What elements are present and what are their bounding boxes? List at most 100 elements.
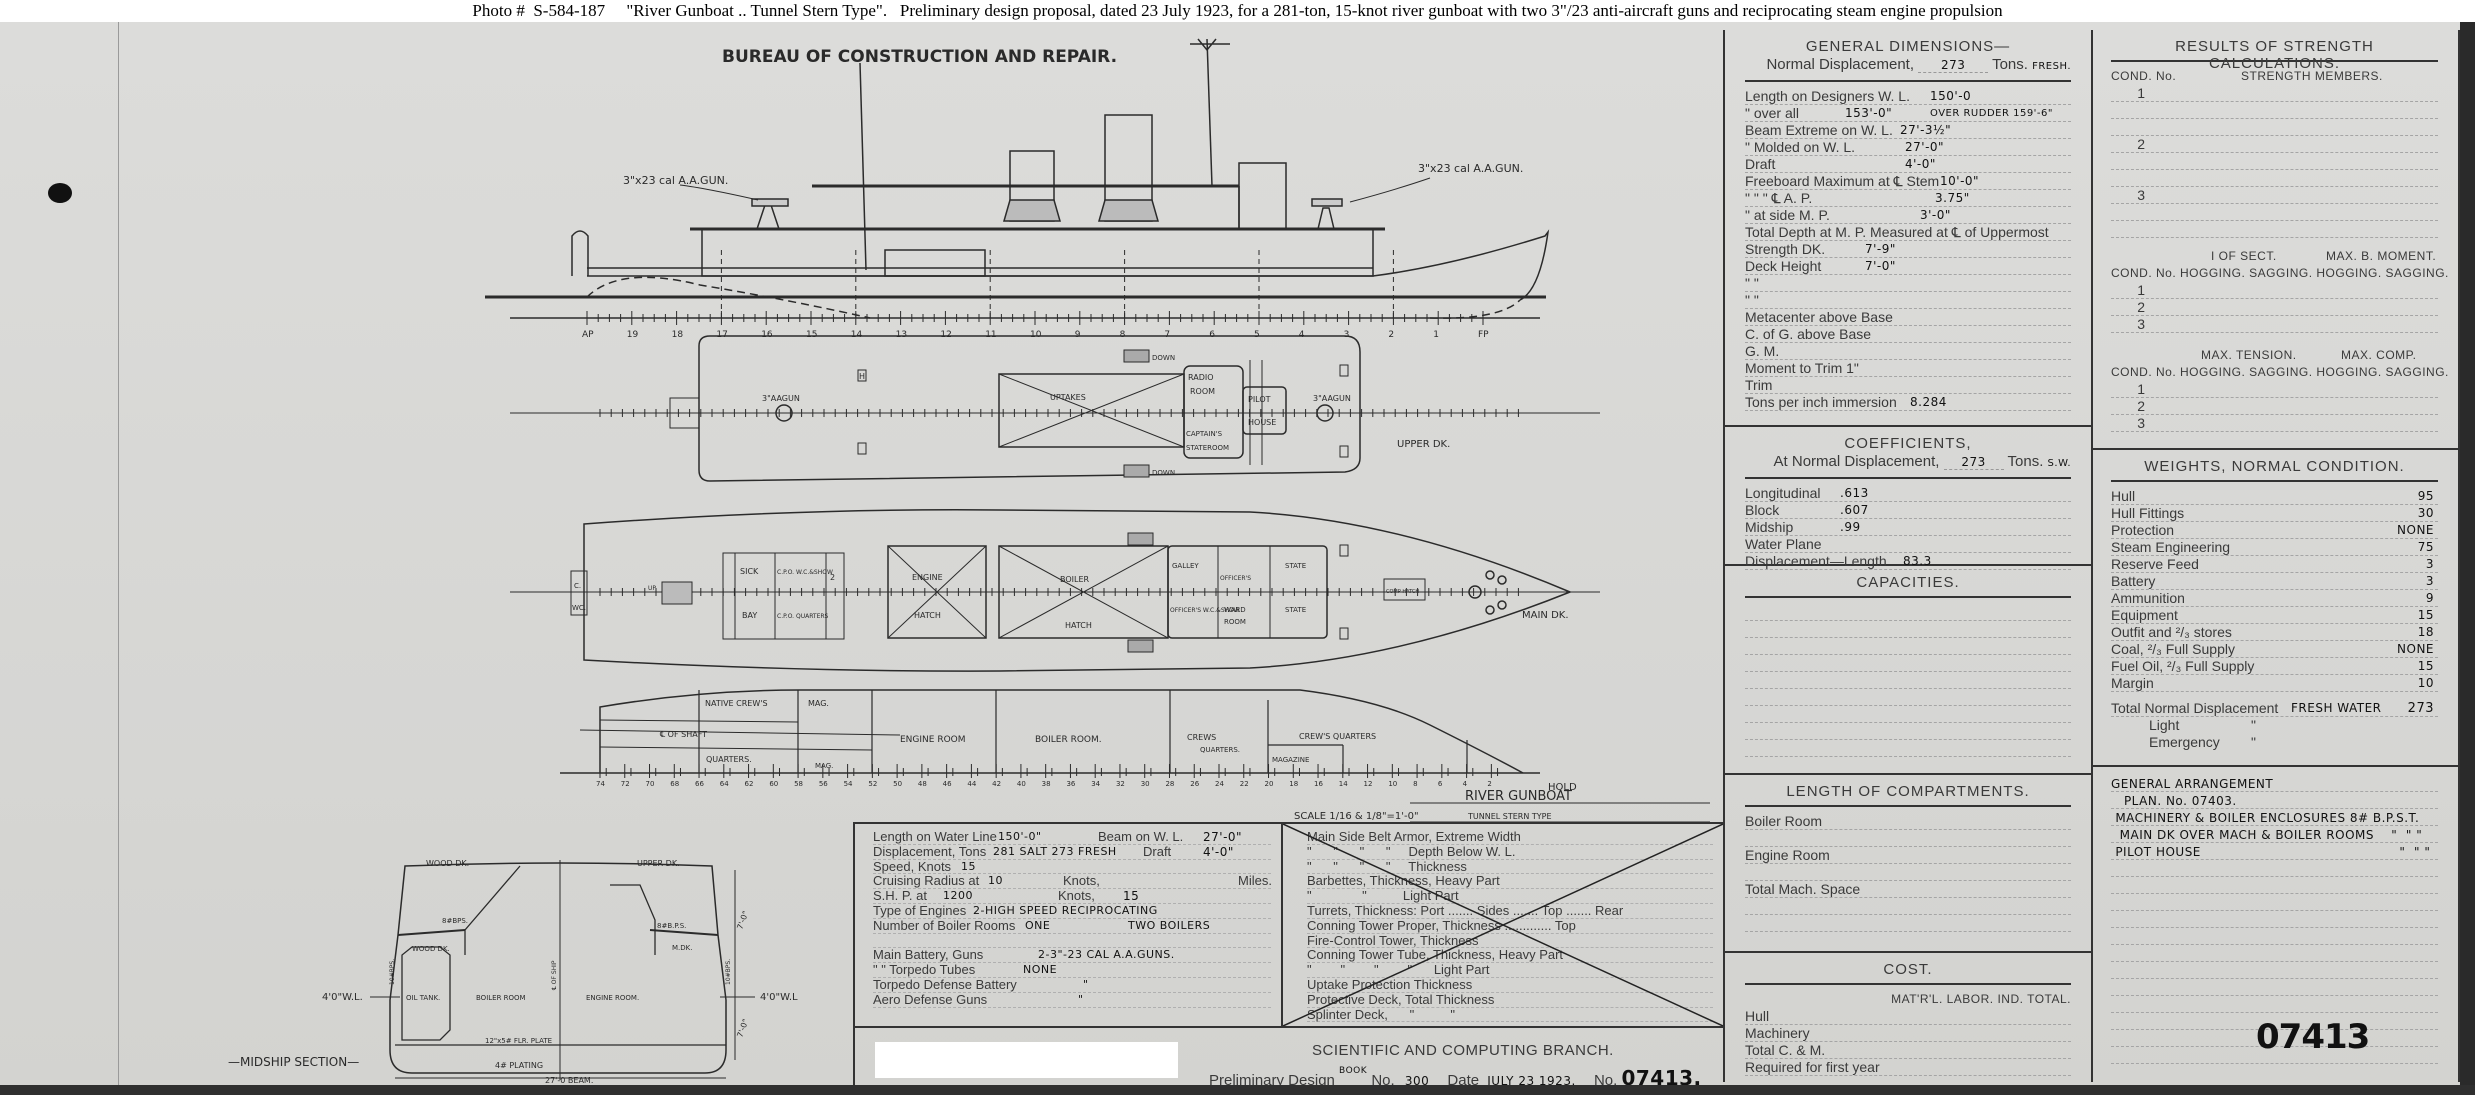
moment-header: I OF SECT.MAX. B. MOMENT. <box>2111 248 2438 265</box>
centerline-label: ℄ OF SHIP <box>551 960 558 990</box>
cost-row: Hull <box>1745 1008 2071 1025</box>
frame-label: 12 <box>1364 780 1373 788</box>
row-label: Main Side Belt Armor, Extreme Width <box>1307 829 1521 844</box>
row-value: 75 <box>2417 540 2434 554</box>
moment-columns: COND. No. HOGGING. SAGGING. HOGGING. SAG… <box>2111 266 2449 280</box>
compartment-row <box>1745 898 2071 915</box>
row-label: Deck Height <box>1745 258 1822 274</box>
main-deckhouse <box>701 228 1374 277</box>
down-label: DOWN <box>1152 469 1175 477</box>
value: S.W. <box>2047 458 2071 469</box>
cond-number: 2 <box>2137 398 2145 414</box>
row-value: 281 SALT 273 FRESH <box>993 844 1117 858</box>
frame-label: 2 <box>1487 780 1491 788</box>
general-dimensions-section: GENERAL DIMENSIONS— Normal Displacement,… <box>1725 30 2091 427</box>
strength-row <box>2111 221 2438 238</box>
label: Total Normal Displacement <box>2111 700 2279 716</box>
note-line <box>2111 1013 2438 1030</box>
form-column-1: GENERAL DIMENSIONS— Normal Displacement,… <box>1723 30 2093 1082</box>
armor-row: Fire-Control Tower, Thickness <box>1307 933 1713 949</box>
station-label: 18 <box>672 330 684 340</box>
value: FRESH WATER <box>2291 701 2382 715</box>
engine-room-label: ENGINE ROOM <box>900 735 966 745</box>
cpo-quarters-label: C.P.O. QUARTERS <box>777 613 829 620</box>
row-value: 27'-0" <box>1905 140 1945 154</box>
ditto: " <box>2251 734 2256 750</box>
note-line: PLAN. No. 07403. <box>2111 792 2438 809</box>
row-value: 2-HIGH SPEED RECIPROCATING <box>973 903 1158 917</box>
row-label: G. M. <box>1745 343 1780 359</box>
sheet-border-line <box>118 22 119 1085</box>
hold-label: HOLD <box>1548 782 1577 793</box>
branch-title: SCIENTIFIC AND COMPUTING BRANCH. <box>1312 1042 1614 1059</box>
row-label: " " " " Light Part <box>1307 962 1490 978</box>
dimension-label: 7'-0" <box>735 1018 750 1039</box>
crews-label: CREWS <box>1187 733 1216 742</box>
frame-label: 8 <box>1413 780 1417 788</box>
armor-row: " " " " Depth Below W. L. <box>1307 844 1713 860</box>
frame-label: 28 <box>1165 780 1174 788</box>
note-text: PLAN. No. 07403. <box>2111 794 2237 808</box>
section-title: GENERAL DIMENSIONS— <box>1805 38 2011 55</box>
coefficient-row: Water Plane <box>1745 536 2071 553</box>
row-label: Total Depth at M. P. Measured at ℄ of Up… <box>1745 224 2049 240</box>
row-value: NONE <box>2397 642 2434 656</box>
main-deck-label: M.DK. <box>672 944 692 952</box>
frame-label: 62 <box>745 780 754 788</box>
row-label: Metacenter above Base <box>1745 309 1893 325</box>
frame-label: 54 <box>844 780 853 788</box>
aft-gun-mount <box>756 204 780 230</box>
row-label: " " <box>1745 275 1759 291</box>
dimension-row: " " " ℄ A. P.3.75" <box>1745 190 2071 207</box>
note-line <box>2111 979 2438 996</box>
row-value: " <box>1078 992 1084 1006</box>
station-label: 14 <box>851 330 863 340</box>
frame-label: 16 <box>1314 780 1323 788</box>
row-value: 1200 <box>943 889 973 903</box>
frame-label: 14 <box>1339 780 1348 788</box>
cpo-wc-label: C.P.O. W.C.&SHOW <box>777 569 833 576</box>
frame-label: 50 <box>893 780 902 788</box>
cond-number: 3 <box>2137 187 2145 203</box>
cond-row: 2 <box>2111 299 2438 316</box>
station-label: 11 <box>985 330 996 340</box>
dimension-row: " Molded on W. L.27'-0" <box>1745 139 2071 156</box>
strength-header: COND. No.STRENGTH MEMBERS. <box>2111 68 2438 85</box>
row-label: Midship <box>1745 519 1794 535</box>
bps-label: 8#BPS. <box>442 917 468 925</box>
row-label: Machinery <box>1745 1025 1810 1041</box>
row-label: Required for first year <box>1745 1059 1880 1075</box>
comp-hatch-label: COMP HATCH <box>1386 589 1419 595</box>
frame-label: 48 <box>918 780 927 788</box>
row-label: Moment to Trim 1" <box>1745 360 1859 376</box>
shaft-label: ℄ OF SHAFT <box>660 730 707 739</box>
armor-row: Conning Tower Proper, Thickness ........… <box>1307 918 1713 934</box>
row-label: " " Torpedo Tubes <box>873 962 976 978</box>
row-label: Hull <box>1745 1008 1770 1024</box>
frame-label: 44 <box>967 780 976 788</box>
dimension-row: Metacenter above Base <box>1745 309 2071 326</box>
armor-row: Turrets, Thickness: Port ....... Sides .… <box>1307 903 1713 919</box>
cond-number: 2 <box>2137 136 2145 152</box>
note-text: MAIN DK OVER MACH & BOILER ROOMS " " " <box>2111 828 2423 842</box>
mag-label: MAG. <box>808 699 829 708</box>
coefficient-row: Longitudinal.613 <box>1745 485 2071 502</box>
date-label: Date <box>1447 1072 1480 1089</box>
row-value: 7'-9" <box>1865 242 1896 256</box>
frame-label: 66 <box>695 780 704 788</box>
side-plating-label: 10#BPS. <box>725 959 732 985</box>
row-label: Equipment <box>2111 607 2178 623</box>
strength-row: 2 <box>2111 136 2438 153</box>
station-label: 7 <box>1164 330 1170 340</box>
row-value: 153'-0" <box>1845 106 1893 120</box>
row-value: 3 <box>2425 557 2434 571</box>
row-label: " " " " Thickness <box>1307 858 1467 874</box>
pilot-house-label: PILOT <box>1248 395 1271 404</box>
no-label: No. <box>1371 1072 1395 1089</box>
